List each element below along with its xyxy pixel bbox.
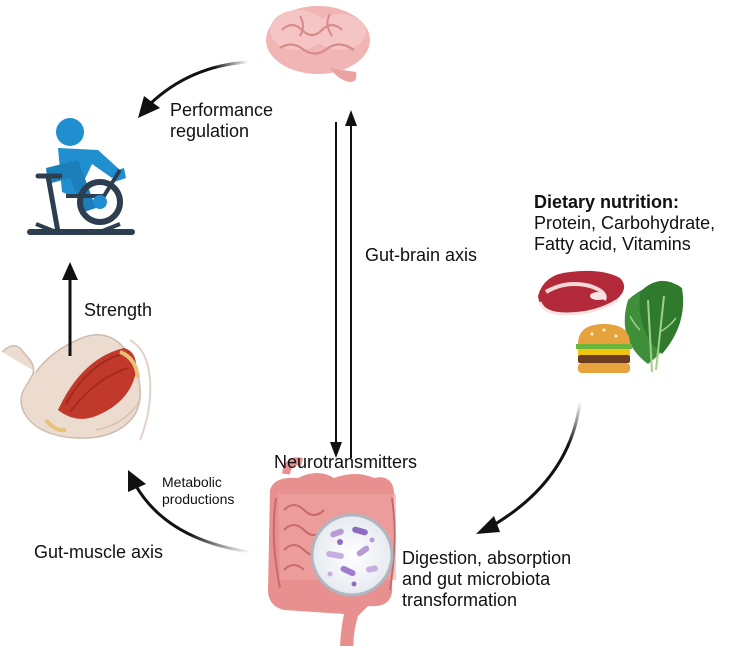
strength-label: Strength	[84, 300, 153, 320]
arrow-gut-to-brain	[345, 110, 357, 458]
arrow-brain-to-gut	[330, 122, 342, 458]
digestion-label: Digestion, absorption and gut microbiota…	[402, 548, 571, 612]
meat-icon	[538, 270, 625, 316]
arrow-gut-to-arm	[128, 470, 251, 554]
performance-regulation-label: Performance regulation	[170, 100, 273, 142]
metabolic-label-line2: productions	[162, 490, 235, 507]
dietary-title: Dietary nutrition:	[534, 192, 680, 212]
microbiota-icon	[310, 513, 394, 597]
performance-label-line2: regulation	[170, 121, 250, 142]
dietary-nutrition-label: Dietary nutrition: Protein, Carbohydrate…	[534, 192, 715, 256]
arm-muscle-icon	[1, 334, 152, 441]
metabolic-label-line1: Metabolic	[162, 474, 222, 490]
brain-icon	[266, 6, 370, 82]
burger-icon	[576, 324, 632, 373]
dietary-line1: Protein, Carbohydrate,	[534, 213, 716, 234]
arrow-arm-to-cyclist	[62, 262, 78, 356]
spinach-icon	[624, 280, 684, 373]
neurotransmitters-label: Neurotransmitters	[274, 452, 418, 472]
digestion-line1: Digestion, absorption	[402, 548, 572, 568]
dietary-line2: Fatty acid, Vitamins	[534, 234, 691, 255]
metabolic-productions-label: Metabolic productions	[162, 474, 234, 507]
gut-muscle-axis-label: Gut-muscle axis	[34, 542, 164, 562]
arrow-food-to-gut	[476, 401, 582, 534]
gut-brain-axis-label: Gut-brain axis	[365, 245, 478, 265]
cyclist-icon	[27, 118, 135, 235]
arrow-brain-to-cyclist	[138, 60, 249, 118]
digestion-line3: transformation	[402, 590, 518, 611]
digestion-line2: and gut microbiota	[402, 569, 551, 590]
performance-label-line1: Performance	[170, 100, 274, 120]
